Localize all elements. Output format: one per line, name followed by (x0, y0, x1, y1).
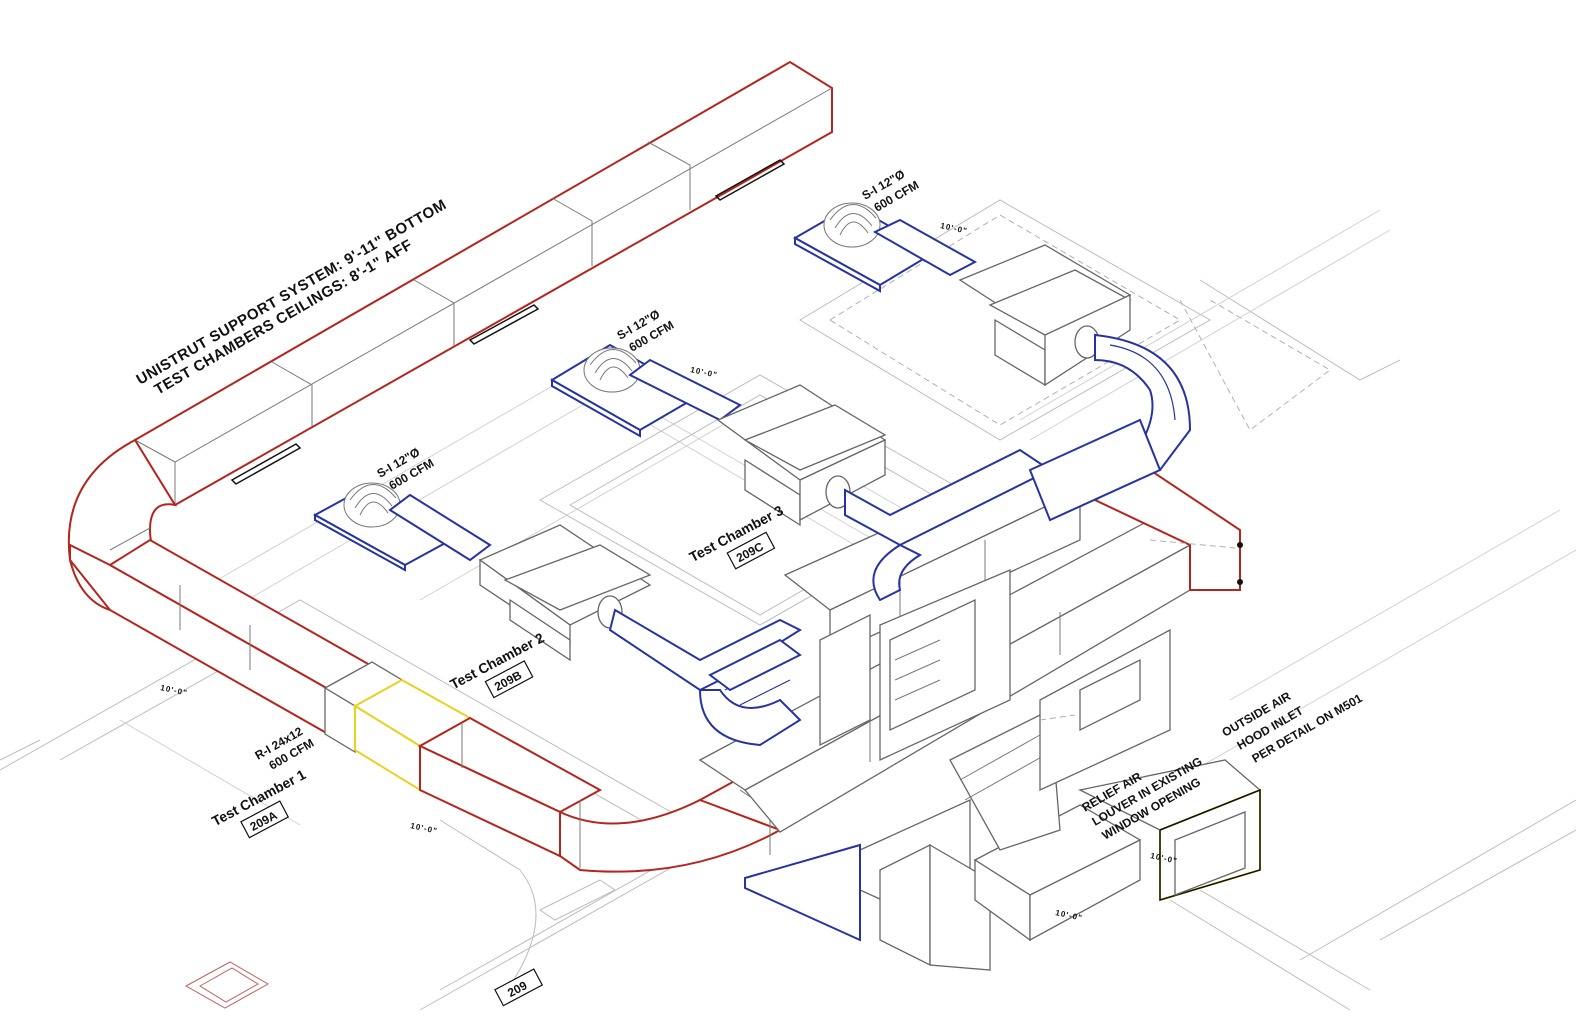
room-label-chamber-3: Test Chamber 3 209C (686, 502, 786, 570)
supply-branch-chamber-1 (312, 482, 803, 747)
room-label-chamber-1: Test Chamber 1 209A (209, 766, 309, 839)
supply-branch-upper (792, 202, 1192, 522)
elevation-tag: 10'-0" (690, 365, 719, 380)
supply-trunk (698, 464, 1262, 971)
room-label-main: 209 (494, 968, 544, 1007)
room-label-chamber-2: Test Chamber 2 209B (447, 629, 547, 699)
elevation-tag: 10'-0" (410, 821, 439, 836)
supply-branch-chamber-3 (550, 343, 1052, 602)
return-duct-loop (67, 60, 932, 873)
